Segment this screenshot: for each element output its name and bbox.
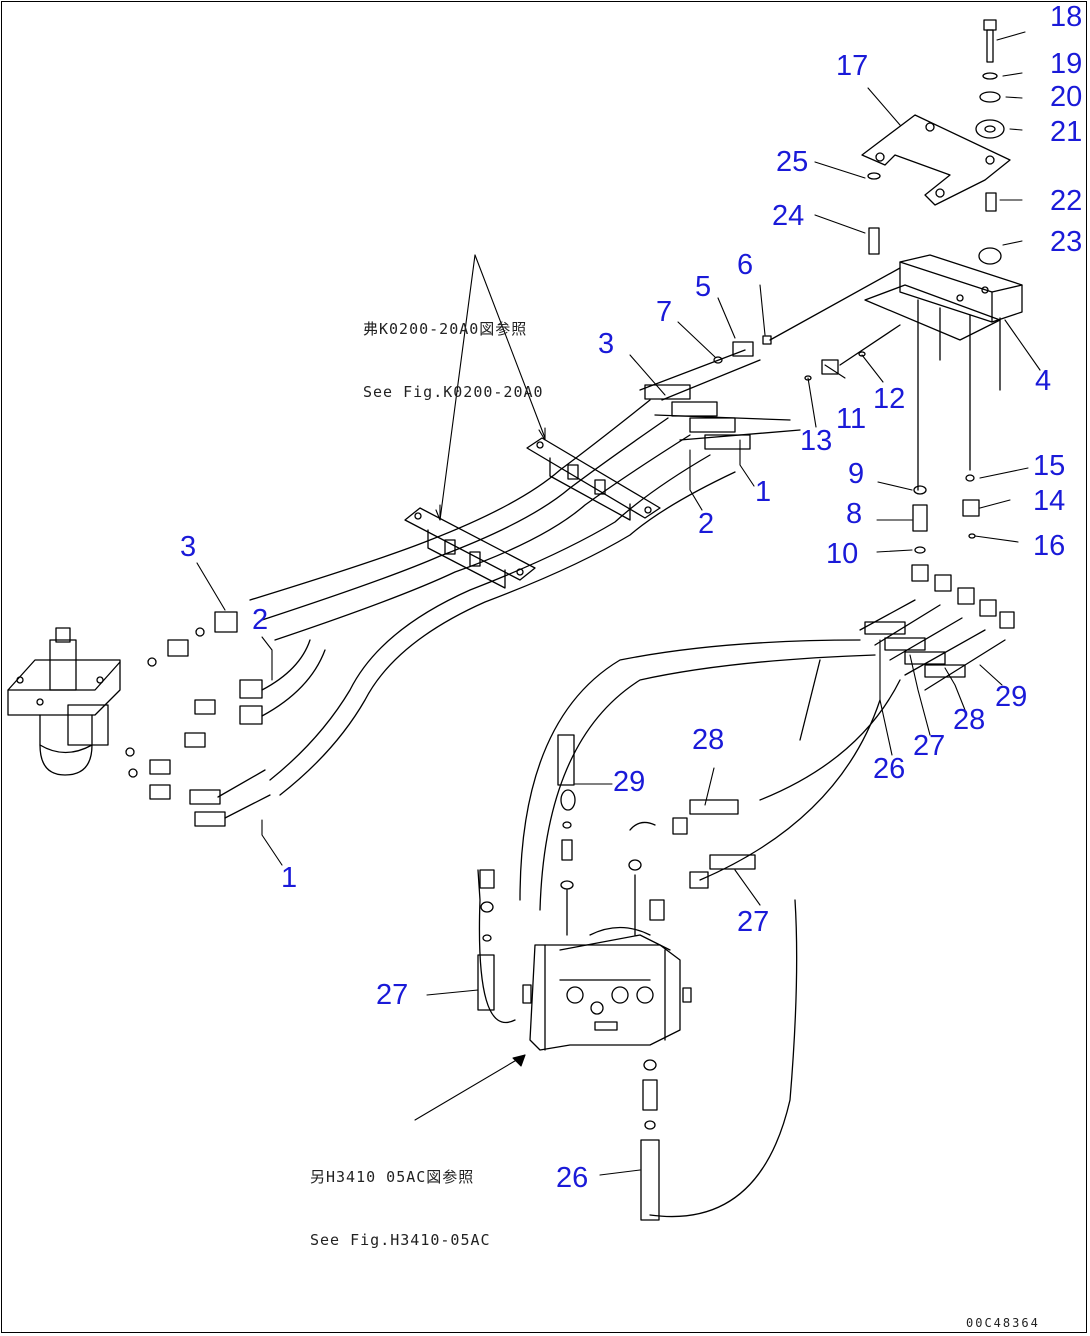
left-valve-unit xyxy=(7,627,121,776)
callout-2-lower[interactable]: 2 xyxy=(252,604,269,636)
bottom-pump xyxy=(477,734,756,1221)
callout-3-upper[interactable]: 3 xyxy=(598,328,615,360)
callout-11[interactable]: 11 xyxy=(836,403,867,435)
callout-15[interactable]: 15 xyxy=(1033,450,1066,482)
callout-9[interactable]: 9 xyxy=(848,458,865,490)
reference-note-top: 弗K0200-20A0図参照 See Fig.K0200-20A0 xyxy=(363,277,544,424)
reference-note-top-en: See Fig.K0200-20A0 xyxy=(363,383,544,401)
callout-3-lower[interactable]: 3 xyxy=(180,531,197,563)
callout-13[interactable]: 13 xyxy=(800,425,833,457)
leader-lines xyxy=(196,31,1041,1176)
callout-6[interactable]: 6 xyxy=(737,249,754,281)
hose-harness xyxy=(249,349,801,796)
callout-20[interactable]: 20 xyxy=(1050,81,1083,113)
callout-18[interactable]: 18 xyxy=(1050,1,1083,33)
callout-23[interactable]: 23 xyxy=(1050,226,1083,258)
callout-10[interactable]: 10 xyxy=(826,538,859,570)
callout-4[interactable]: 4 xyxy=(1035,365,1052,397)
callout-22[interactable]: 22 xyxy=(1050,185,1083,217)
callout-19[interactable]: 19 xyxy=(1050,48,1083,80)
callout-25[interactable]: 25 xyxy=(776,146,809,178)
callout-27-left[interactable]: 27 xyxy=(376,979,409,1011)
left-fittings xyxy=(125,611,326,827)
callout-26-bottom[interactable]: 26 xyxy=(556,1162,589,1194)
callout-28-right[interactable]: 28 xyxy=(953,704,986,736)
bolt-and-washers xyxy=(867,19,1005,265)
callout-1-lower[interactable]: 1 xyxy=(281,862,298,894)
reference-note-bottom: 另H3410 05AC図参照 See Fig.H3410-05AC xyxy=(310,1125,491,1272)
reference-note-bottom-en: See Fig.H3410-05AC xyxy=(310,1231,491,1249)
callout-5[interactable]: 5 xyxy=(695,271,712,303)
callout-29-center[interactable]: 29 xyxy=(613,766,646,798)
callout-28-center[interactable]: 28 xyxy=(692,724,725,756)
callout-8[interactable]: 8 xyxy=(846,498,863,530)
callout-21[interactable]: 21 xyxy=(1050,116,1083,148)
callout-27-center[interactable]: 27 xyxy=(737,906,770,938)
right-manifold xyxy=(477,564,1015,1218)
callout-17[interactable]: 17 xyxy=(836,50,869,82)
callout-29-right[interactable]: 29 xyxy=(995,681,1028,713)
drawing-code: 00C48364 xyxy=(966,1316,1040,1330)
callout-12[interactable]: 12 xyxy=(873,383,906,415)
callout-26-right[interactable]: 26 xyxy=(873,753,906,785)
reference-note-top-jp: 弗K0200-20A0図参照 xyxy=(363,320,528,338)
callout-14[interactable]: 14 xyxy=(1033,485,1066,517)
right-junction-block xyxy=(864,254,1023,491)
upper-fittings xyxy=(713,267,901,381)
mounting-plate xyxy=(861,114,1011,206)
upper-mid-bracket xyxy=(526,437,661,521)
callout-24[interactable]: 24 xyxy=(772,200,805,232)
callout-27-right[interactable]: 27 xyxy=(913,730,946,762)
right-column-fittings xyxy=(912,474,980,554)
callout-7[interactable]: 7 xyxy=(656,296,673,328)
callout-1-upper[interactable]: 1 xyxy=(755,476,772,508)
callout-16[interactable]: 16 xyxy=(1033,530,1066,562)
callout-2-upper[interactable]: 2 xyxy=(698,508,715,540)
reference-note-bottom-jp: 另H3410 05AC図参照 xyxy=(310,1168,475,1186)
